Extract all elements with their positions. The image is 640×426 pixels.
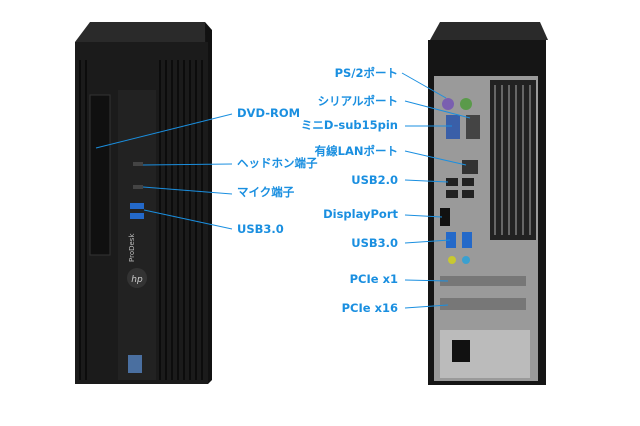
label-pcie-x1: PCIe x1 — [349, 272, 398, 286]
hp-logo-text: hp — [131, 275, 143, 285]
ps2-keyboard — [460, 98, 472, 110]
label-lan: 有線LANポート — [314, 144, 398, 158]
label-usb2: USB2.0 — [351, 173, 398, 187]
front-tower: ProDesk hp — [75, 22, 212, 384]
power-inlet — [452, 340, 470, 362]
label-serial: シリアルポート — [317, 94, 398, 108]
label-headphone: ヘッドホン端子 — [237, 156, 318, 170]
serial-port — [466, 115, 480, 139]
vga-port — [446, 115, 460, 139]
back-tower — [428, 22, 548, 385]
label-mini-dsub: ミニD-sub15pin — [300, 118, 398, 132]
label-back-usb3: USB3.0 — [351, 236, 398, 250]
lan-port — [462, 160, 478, 174]
headphone-jack — [133, 162, 143, 166]
usb3-port-2 — [130, 213, 144, 219]
intel-sticker — [128, 355, 142, 373]
label-front-usb3: USB3.0 — [237, 222, 284, 236]
ps2-mouse — [442, 98, 454, 110]
pcie-x1-slot — [440, 276, 526, 286]
label-ps2: PS/2ポート — [334, 66, 398, 80]
usb3-port-1 — [130, 203, 144, 209]
hp-logo — [127, 268, 147, 288]
label-pcie-x16: PCIe x16 — [341, 301, 398, 315]
displayport — [440, 208, 450, 226]
model-text: ProDesk — [128, 233, 136, 262]
label-mic: マイク端子 — [237, 185, 295, 199]
mic-jack — [133, 185, 143, 189]
vent-grille — [490, 80, 536, 240]
callout-lines — [95, 72, 471, 309]
dvd-drive — [89, 94, 111, 256]
label-displayport: DisplayPort — [323, 207, 398, 221]
pcie-x16-slot — [440, 298, 526, 310]
label-dvd-rom: DVD-ROM — [237, 106, 301, 120]
